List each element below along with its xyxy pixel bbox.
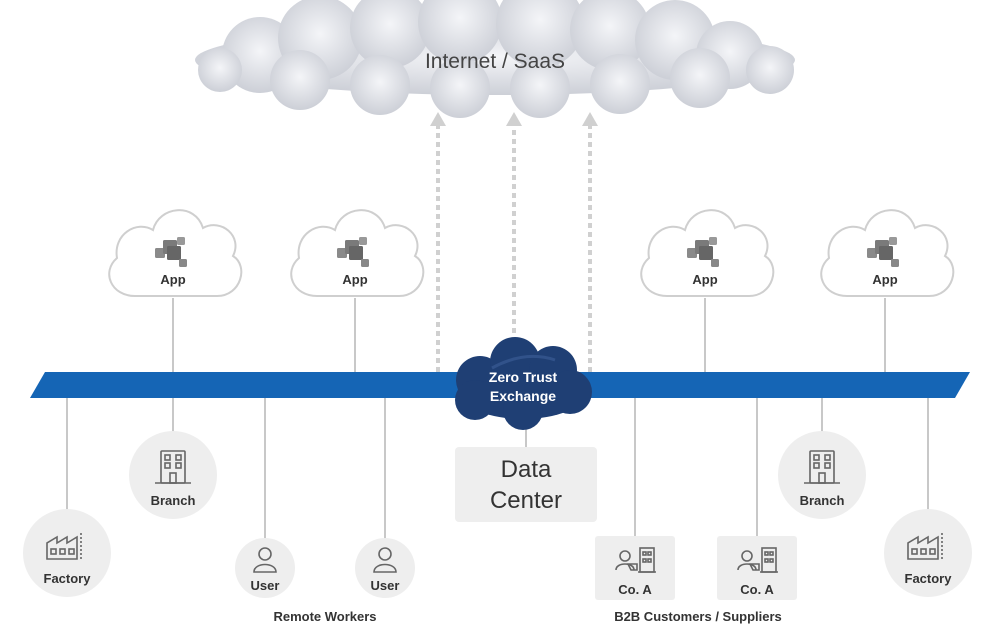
app-label: App [342,272,367,287]
user-label: User [251,578,280,593]
app-label: App [872,272,897,287]
zero-trust-exchange: Zero Trust Exchange [455,337,592,430]
branch-left: Branch [129,431,217,519]
zte-label-line1: Zero Trust [489,369,558,385]
node-stems [66,398,929,540]
app-cloud-3: App [640,209,775,297]
data-center-line1: Data [501,456,552,483]
app-label: App [692,272,717,287]
zte-label-line2: Exchange [490,388,556,404]
company-label: Co. A [740,582,774,597]
remote-workers-label: Remote Workers [273,609,376,624]
company-2: Co. A [717,536,797,600]
internet-saas-label: Internet / SaaS [425,50,565,73]
app-label: App [160,272,185,287]
user-2: User [355,538,415,598]
branch-right: Branch [778,431,866,519]
branch-label: Branch [151,493,196,508]
app-cloud-1: App [108,209,243,297]
factory-left: Factory [23,509,111,597]
app-cloud-4: App [820,209,955,297]
company-label: Co. A [618,582,652,597]
factory-label: Factory [44,571,92,586]
data-center: Data Center [455,447,597,522]
user-1: User [235,538,295,598]
factory-label: Factory [905,571,953,586]
app-cloud-2: App [290,209,425,297]
user-label: User [371,578,400,593]
data-center-line2: Center [490,487,562,514]
internet-arrows [430,112,598,372]
internet-cloud: Internet / SaaS [195,0,795,118]
b2b-label: B2B Customers / Suppliers [614,609,782,624]
factory-right: Factory [884,509,972,597]
app-stems [172,298,886,372]
branch-label: Branch [800,493,845,508]
company-1: Co. A [595,536,675,600]
